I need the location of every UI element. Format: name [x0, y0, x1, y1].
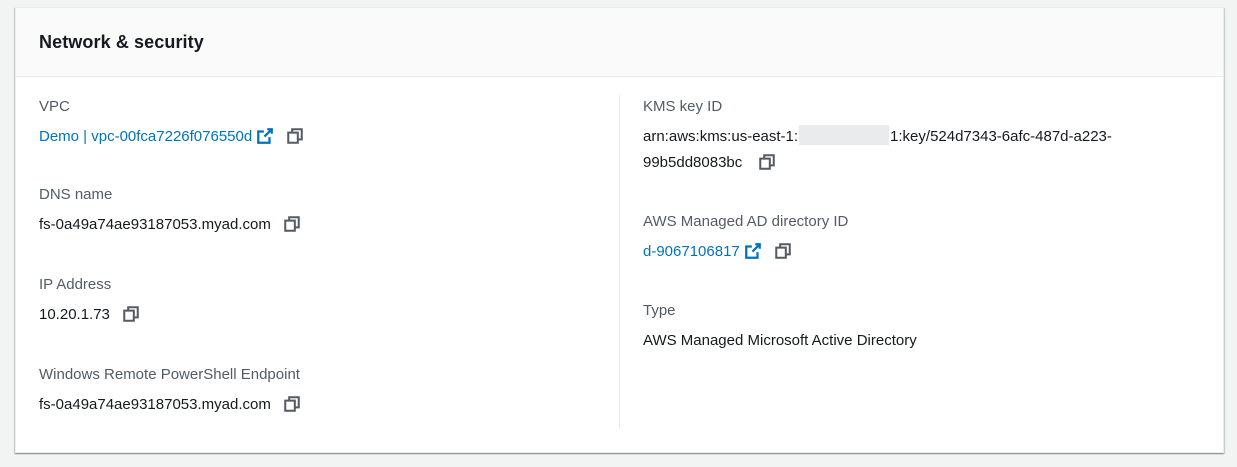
kms-key-label: KMS key ID	[643, 98, 723, 115]
vpc-link[interactable]: Demo | vpc-00fca7226f076550d	[39, 128, 253, 145]
panel-title: Network & security	[39, 31, 204, 52]
type-field: Type AWS Managed Microsoft Active Direct…	[643, 301, 1213, 354]
ip-address-value: 10.20.1.73	[39, 306, 110, 323]
type-value-row: AWS Managed Microsoft Active Directory	[643, 328, 1213, 354]
ip-address-value-row: 10.20.1.73	[39, 302, 619, 328]
copy-icon[interactable]	[283, 215, 301, 233]
ip-address-label: IP Address	[39, 276, 112, 293]
copy-icon[interactable]	[758, 153, 776, 171]
redacted-account-id	[799, 125, 890, 146]
vpc-value-row: Demo | vpc-00fca7226f076550d	[39, 124, 619, 150]
vpc-label: VPC	[39, 98, 70, 115]
powershell-endpoint-label: Windows Remote PowerShell Endpoint	[39, 366, 300, 383]
dns-name-field: DNS name fs-0a49a74ae93187053.myad.com	[39, 185, 619, 238]
powershell-endpoint-field: Windows Remote PowerShell Endpoint fs-0a…	[39, 365, 619, 418]
type-value: AWS Managed Microsoft Active Directory	[643, 332, 917, 349]
kms-key-value-suffix: 1:key/524d7343-6afc-487d-a223-99b5dd8083…	[643, 128, 1112, 171]
network-security-panel: Network & security VPC Demo | vpc-00fca7…	[15, 7, 1224, 453]
column-divider	[619, 95, 620, 429]
dns-name-value-row: fs-0a49a74ae93187053.myad.com	[39, 212, 619, 238]
dns-name-value: fs-0a49a74ae93187053.myad.com	[39, 216, 271, 233]
kms-key-value-row: arn:aws:kms:us-east-1:1:key/524d7343-6af…	[643, 124, 1193, 176]
kms-key-field: KMS key ID arn:aws:kms:us-east-1:1:key/5…	[643, 97, 1213, 176]
powershell-endpoint-value: fs-0a49a74ae93187053.myad.com	[39, 396, 271, 413]
panel-body: VPC Demo | vpc-00fca7226f076550d DNS nam	[16, 77, 1223, 453]
vpc-field: VPC Demo | vpc-00fca7226f076550d	[39, 97, 619, 150]
kms-key-value-prefix: arn:aws:kms:us-east-1:	[643, 128, 799, 145]
copy-icon[interactable]	[774, 242, 792, 260]
powershell-endpoint-value-row: fs-0a49a74ae93187053.myad.com	[39, 392, 619, 418]
type-label: Type	[643, 302, 676, 319]
dns-name-label: DNS name	[39, 186, 113, 203]
panel-header: Network & security	[16, 8, 1223, 77]
external-link-icon[interactable]	[256, 127, 274, 145]
ad-directory-label: AWS Managed AD directory ID	[643, 213, 849, 230]
ad-directory-link[interactable]: d-9067106817	[643, 243, 740, 260]
copy-icon[interactable]	[283, 395, 301, 413]
copy-icon[interactable]	[286, 127, 304, 145]
copy-icon[interactable]	[122, 305, 140, 323]
ad-directory-field: AWS Managed AD directory ID d-9067106817	[643, 212, 1213, 265]
ad-directory-value-row: d-9067106817	[643, 239, 1213, 265]
ip-address-field: IP Address 10.20.1.73	[39, 275, 619, 328]
external-link-icon[interactable]	[744, 242, 762, 260]
